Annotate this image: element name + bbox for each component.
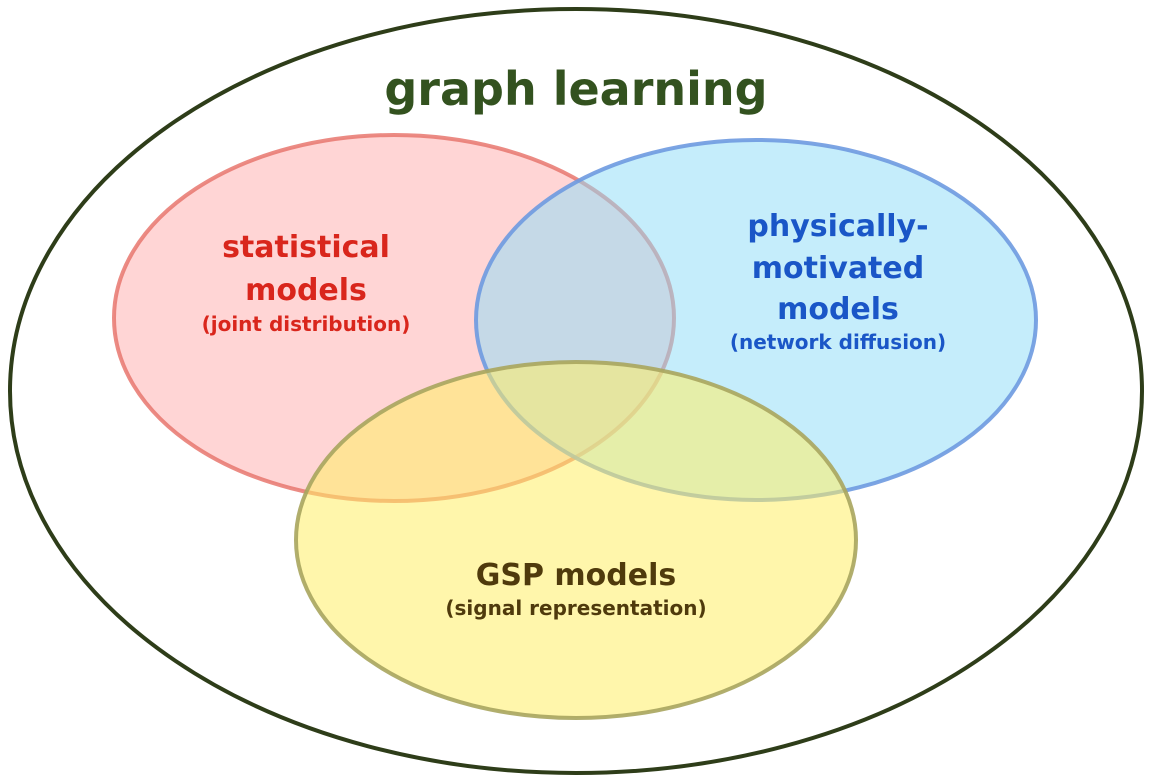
- statistical-models-label-line1: statistical: [222, 230, 390, 265]
- graph-learning-title: graph learning: [384, 62, 767, 116]
- graph-learning-ellipse: [8, 7, 1144, 775]
- physical-models-label-line2: motivated: [752, 251, 924, 286]
- physical-models-label-line1: physically-: [747, 209, 928, 244]
- physical-models-label-line3: models: [777, 292, 899, 327]
- gsp-models-sublabel: (signal representation): [445, 596, 706, 620]
- gsp-models-ellipse: [294, 360, 858, 720]
- physical-models-sublabel: (network diffusion): [730, 330, 946, 354]
- gsp-models-label: GSP models: [476, 558, 677, 593]
- statistical-models-label-line2: models: [245, 273, 367, 308]
- statistical-models-sublabel: (joint distribution): [202, 312, 411, 336]
